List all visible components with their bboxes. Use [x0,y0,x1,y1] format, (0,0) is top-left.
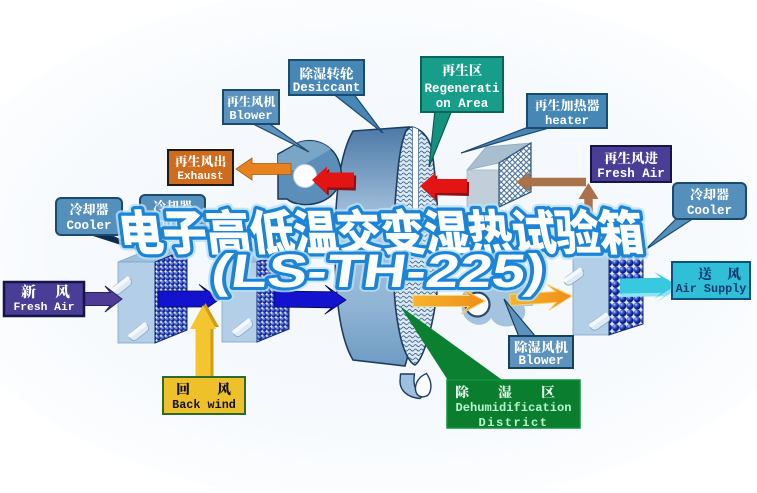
svg-text:(LS-TH-225): (LS-TH-225) [208,245,549,297]
svg-text:Cooler: Cooler [66,219,111,233]
svg-text:District: District [478,416,548,430]
svg-text:Fresh Air: Fresh Air [597,167,665,181]
svg-text:Air Supply: Air Supply [676,282,747,296]
svg-text:Blower: Blower [518,354,563,368]
svg-text:Desiccant: Desiccant [293,81,361,95]
svg-text:Exhaust: Exhaust [177,171,223,183]
svg-text:Dehumidification: Dehumidification [455,401,571,415]
svg-text:Regenerati: Regenerati [424,82,499,96]
svg-text:on Area: on Area [436,97,489,111]
svg-text:heater: heater [545,114,589,128]
svg-text:Back wind: Back wind [172,398,236,412]
svg-text:Blower: Blower [229,109,272,123]
svg-text:(LS-TH-225): (LS-TH-225) [208,245,549,297]
svg-text:Fresh Air: Fresh Air [13,302,74,314]
svg-text:(LS-TH-225): (LS-TH-225) [208,245,549,297]
svg-text:Cooler: Cooler [687,204,732,218]
